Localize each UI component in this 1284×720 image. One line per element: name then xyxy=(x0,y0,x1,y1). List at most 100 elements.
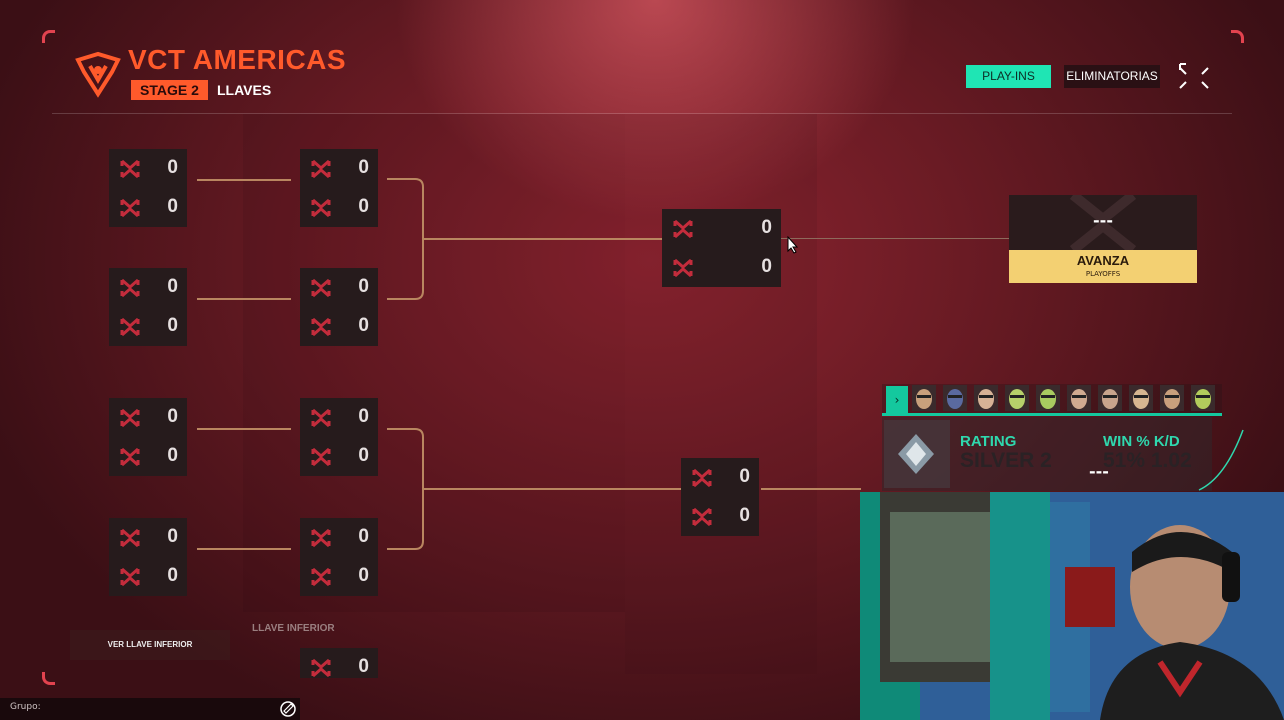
connector-bracket xyxy=(387,428,424,550)
connector xyxy=(781,238,1009,239)
chat-bar[interactable] xyxy=(0,698,300,720)
team-logo-icon xyxy=(672,218,694,240)
team-logo-icon xyxy=(310,158,332,180)
chat-settings-icon[interactable] xyxy=(279,700,297,718)
frame-corner-top-right xyxy=(1231,30,1244,43)
match-card[interactable]: 0 0 xyxy=(662,209,781,287)
team-score: 0 xyxy=(358,526,369,547)
page-title: VCT AMERICAS xyxy=(128,44,347,75)
rating-label: RATING xyxy=(960,433,1017,450)
team-score: 0 xyxy=(739,505,750,526)
frame-corner-top-left xyxy=(42,30,55,43)
kd-value: 1.02 xyxy=(1150,449,1192,472)
match-card[interactable]: 0 0 xyxy=(109,518,187,596)
agent-portrait-icon[interactable] xyxy=(1098,385,1122,411)
rank-silver-icon xyxy=(898,434,934,474)
team-logo-icon xyxy=(310,197,332,219)
team-score: 0 xyxy=(358,406,369,427)
match-card[interactable]: 0 0 xyxy=(109,268,187,346)
team-score: 0 xyxy=(167,565,178,586)
team-logo-icon xyxy=(119,158,141,180)
team-logo-icon xyxy=(310,657,332,679)
team-score: 0 xyxy=(358,276,369,297)
match-card[interactable]: 0 0 xyxy=(300,149,378,227)
team-logo-icon xyxy=(310,566,332,588)
section-label: LLAVES xyxy=(217,82,272,98)
match-card[interactable]: 0 0 xyxy=(681,458,759,536)
tab-eliminatorias[interactable]: ELIMINATORIAS xyxy=(1064,65,1160,88)
agent-portrait-icon[interactable] xyxy=(974,385,998,411)
team-logo-icon xyxy=(119,197,141,219)
team-logo-icon xyxy=(310,277,332,299)
mouse-cursor-icon xyxy=(787,236,799,254)
team-score: 0 xyxy=(358,565,369,586)
advance-card: --- AVANZA PLAYOFFS xyxy=(1009,195,1197,283)
ver-llave-inferior-button[interactable]: VER LLAVE INFERIOR xyxy=(70,630,230,660)
agent-portrait-icon[interactable] xyxy=(1160,385,1184,411)
team-score: 0 xyxy=(167,196,178,217)
team-row: 0 xyxy=(300,398,378,437)
team-row: 0 xyxy=(109,268,187,307)
team-placeholder-icon xyxy=(1069,195,1137,250)
team-row: 0 xyxy=(681,458,759,497)
connector xyxy=(197,428,291,430)
connector xyxy=(424,238,662,240)
agent-portrait-icon[interactable] xyxy=(1191,385,1215,411)
team-row: 0 xyxy=(109,188,187,227)
team-logo-icon xyxy=(310,527,332,549)
agent-portrait-icon[interactable] xyxy=(912,385,936,411)
team-score: 0 xyxy=(761,217,772,238)
connector-bracket xyxy=(387,178,424,300)
rating-value: SILVER 2 xyxy=(960,449,1052,472)
agent-portrait-icon[interactable] xyxy=(1067,385,1091,411)
tab-play-ins[interactable]: PLAY-INS xyxy=(966,65,1051,88)
vct-logo-icon xyxy=(75,51,121,98)
fullscreen-icon[interactable] xyxy=(1178,62,1210,92)
team-row: 0 xyxy=(300,149,378,188)
team-row: 0 xyxy=(109,398,187,437)
team-logo-icon xyxy=(672,257,694,279)
team-row: 0 xyxy=(109,149,187,188)
team-score: 0 xyxy=(358,445,369,466)
webcam-image xyxy=(860,492,1284,720)
team-score: 0 xyxy=(358,315,369,336)
match-card[interactable]: 0 0 xyxy=(300,398,378,476)
match-card[interactable]: 0 0 xyxy=(109,398,187,476)
team-row: 0 xyxy=(109,557,187,596)
team-row: 0 xyxy=(300,648,378,687)
team-logo-icon xyxy=(310,446,332,468)
agent-strip-arrow-icon[interactable]: › xyxy=(886,386,908,414)
team-logo-icon xyxy=(691,467,713,489)
agent-portrait-icon[interactable] xyxy=(1036,385,1060,411)
team-logo-icon xyxy=(691,506,713,528)
connector xyxy=(197,548,291,550)
team-row: 0 xyxy=(109,518,187,557)
win-kd-label: WIN % K/D xyxy=(1103,433,1180,450)
team-logo-icon xyxy=(119,316,141,338)
header-divider xyxy=(52,113,1232,114)
team-score: 0 xyxy=(167,276,178,297)
agent-portrait-icon[interactable] xyxy=(1129,385,1153,411)
team-score: 0 xyxy=(167,406,178,427)
team-logo-icon xyxy=(310,316,332,338)
agent-portrait-icon[interactable] xyxy=(1005,385,1029,411)
team-row: 0 xyxy=(681,497,759,536)
advance-sublabel: PLAYOFFS xyxy=(1085,270,1121,278)
match-card[interactable]: 0 xyxy=(300,648,378,678)
match-card[interactable]: 0 0 xyxy=(300,268,378,346)
match-card[interactable]: 0 0 xyxy=(109,149,187,227)
column-panel xyxy=(625,114,817,674)
team-row: 0 xyxy=(300,437,378,476)
team-row: 0 xyxy=(662,248,781,287)
team-score: 0 xyxy=(358,196,369,217)
frame-corner-bottom-left xyxy=(42,672,55,685)
team-row: 0 xyxy=(300,188,378,227)
match-card[interactable]: 0 0 xyxy=(300,518,378,596)
team-score: 0 xyxy=(167,445,178,466)
advance-team: --- xyxy=(1093,211,1113,230)
team-score: 0 xyxy=(167,526,178,547)
advance-label: AVANZA xyxy=(1076,253,1130,268)
team-row: 0 xyxy=(662,209,781,248)
team-logo-icon xyxy=(119,566,141,588)
agent-portrait-icon[interactable] xyxy=(943,385,967,411)
